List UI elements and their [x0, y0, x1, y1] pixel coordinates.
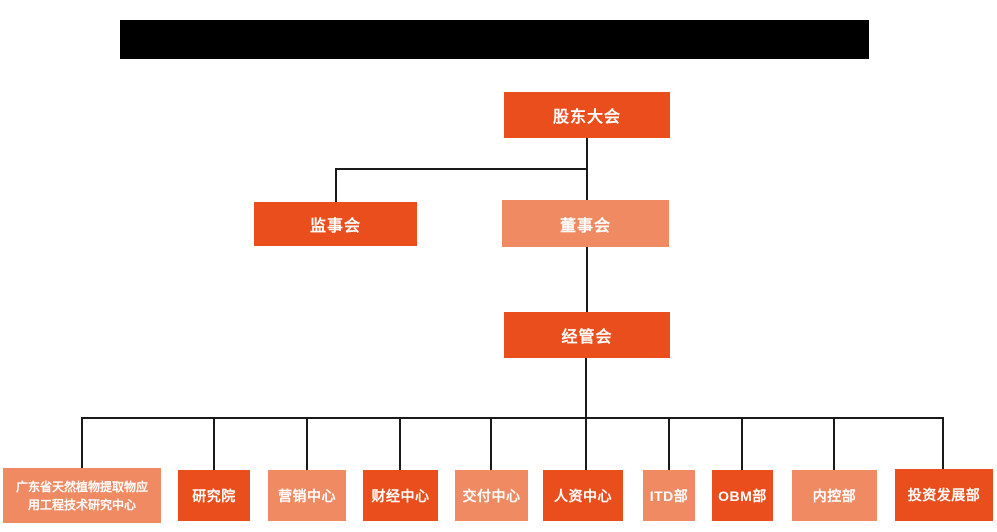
- connector-board-to-management: [586, 247, 588, 312]
- node-label: 董事会: [559, 217, 611, 235]
- connector-drop-investment-dev: [942, 417, 944, 469]
- connector-drop-itd-dept: [668, 417, 670, 470]
- node-shareholders-meeting: 股东大会: [504, 92, 670, 138]
- node-management-committee: 经管会: [504, 312, 670, 358]
- node-supervisory-board: 监事会: [254, 202, 417, 246]
- redacted-title-bar: [120, 20, 869, 59]
- node-label: 广东省天然植物提取物应用工程技术研究中心: [15, 479, 148, 512]
- connector-drop-delivery-center: [490, 417, 492, 470]
- connector-to-board-of-directors: [586, 168, 588, 200]
- node-label: ITD部: [649, 487, 689, 504]
- node-dept-marketing-center: 营销中心: [268, 470, 346, 521]
- node-dept-obm: OBM部: [712, 470, 773, 521]
- node-label: 监事会: [309, 218, 361, 235]
- connector-drop-marketing-center: [306, 417, 308, 470]
- connector-drop-finance-center: [399, 417, 401, 470]
- node-label: 财经中心: [371, 487, 430, 504]
- node-dept-investment-development: 投资发展部: [895, 469, 993, 521]
- node-label: 人资中心: [554, 487, 612, 504]
- node-dept-finance-center: 财经中心: [363, 470, 438, 521]
- node-label: 投资发展部: [907, 487, 981, 503]
- node-dept-research-center: 广东省天然植物提取物应用工程技术研究中心: [3, 468, 161, 523]
- connector-drop-research-center: [81, 417, 83, 468]
- node-label: 交付中心: [462, 487, 521, 504]
- node-dept-hr-center: 人资中心: [543, 470, 623, 521]
- connector-shareholders-down: [586, 138, 588, 170]
- node-label: 研究院: [192, 487, 236, 504]
- connector-drop-obm-dept: [741, 417, 743, 470]
- node-dept-research-institute: 研究院: [178, 470, 250, 521]
- connector-level2-horizontal: [335, 168, 588, 170]
- node-board-of-directors: 董事会: [502, 200, 669, 247]
- node-label: OBM部: [718, 487, 767, 504]
- node-label: 经管会: [561, 329, 613, 346]
- node-label: 内控部: [812, 487, 857, 504]
- node-dept-internal-control: 内控部: [792, 470, 877, 521]
- node-dept-itd: ITD部: [643, 470, 695, 521]
- node-dept-delivery-center: 交付中心: [455, 470, 528, 521]
- connector-management-to-bus: [585, 358, 587, 470]
- connector-to-supervisory-board: [335, 168, 337, 202]
- connector-departments-bus: [81, 417, 944, 419]
- node-label: 股东大会: [552, 109, 621, 126]
- connector-drop-internal-control: [833, 417, 835, 470]
- node-label: 营销中心: [278, 487, 336, 504]
- connector-drop-research-institute: [213, 417, 215, 470]
